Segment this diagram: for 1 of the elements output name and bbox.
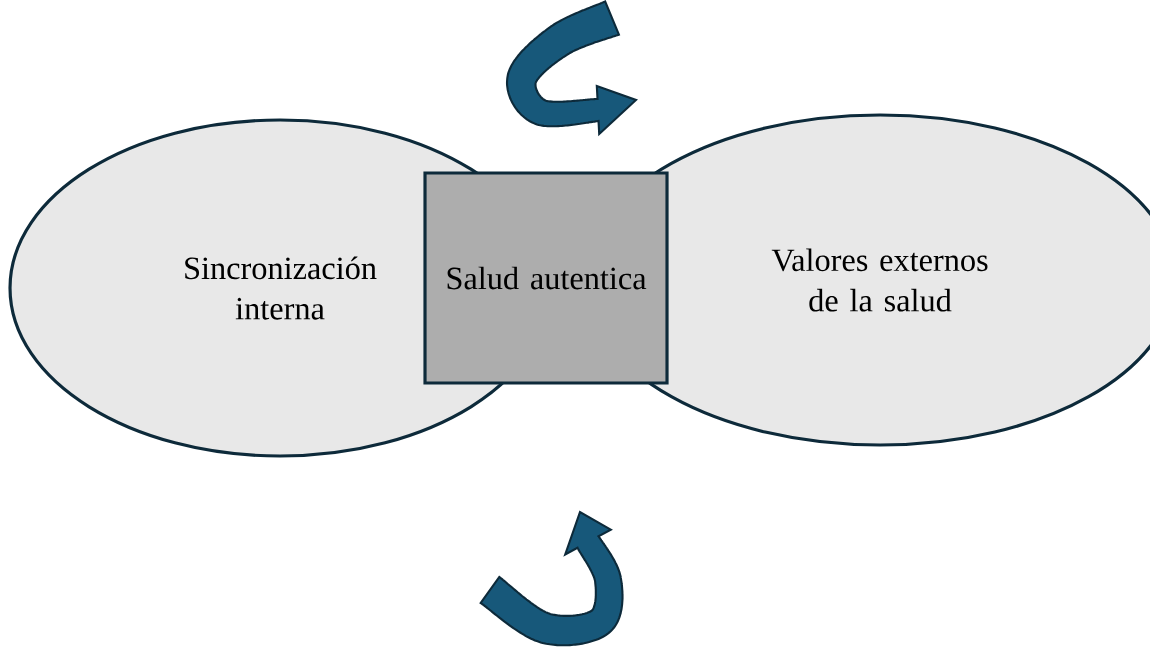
square-box: Salud autentica bbox=[423, 171, 669, 385]
